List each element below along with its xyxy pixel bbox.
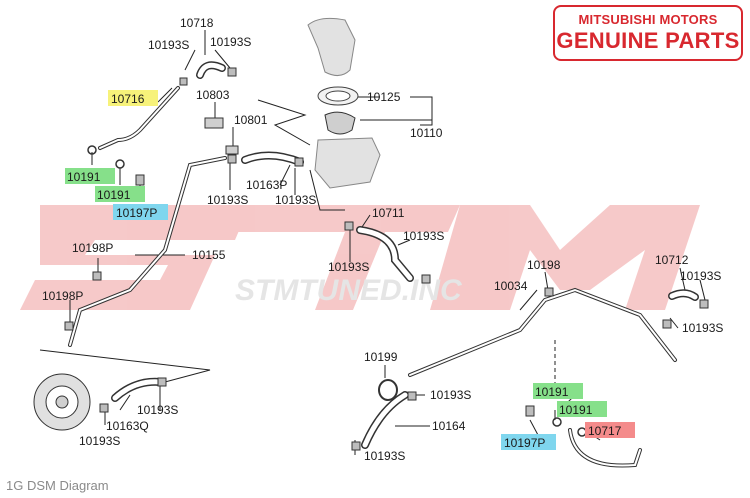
label-10193s-g: 10193S	[680, 269, 721, 283]
diagram-caption: 1G DSM Diagram	[6, 478, 109, 493]
gasket-10199	[378, 379, 398, 401]
label-10193s-c: 10193S	[207, 193, 248, 207]
sensor-10801	[225, 145, 239, 155]
label-10198: 10198	[527, 258, 561, 272]
label-10155: 10155	[192, 248, 226, 262]
label-10198p-b: 10198P	[42, 289, 83, 303]
label-10193s-j: 10193S	[137, 403, 178, 417]
label-10801: 10801	[234, 113, 268, 127]
label-10199: 10199	[364, 350, 398, 364]
label-10164: 10164	[432, 419, 466, 433]
oil-cooler	[33, 373, 91, 431]
label-10197p-a: 10197P	[116, 206, 157, 220]
part-labels: 10718 10193S 10193S 10716 10803 10125 10…	[42, 16, 723, 463]
label-10191-b: 10191	[97, 188, 131, 202]
highlight-10191-b	[95, 186, 145, 202]
label-10198p-a: 10198P	[72, 241, 113, 255]
label-10717: 10717	[588, 424, 622, 438]
label-10125: 10125	[367, 90, 401, 104]
watermark: STMTUNED.INC	[20, 205, 700, 310]
highlight-10197p-b	[501, 434, 556, 450]
label-10193s-f: 10193S	[328, 260, 369, 274]
label-10191-c: 10191	[535, 385, 569, 399]
highlight-10716	[108, 90, 158, 106]
brand-line-1: MITSUBISHI MOTORS	[578, 12, 718, 27]
label-10193s-k: 10193S	[79, 434, 120, 448]
label-10711: 10711	[372, 206, 405, 220]
highlight-10717	[585, 422, 635, 438]
label-10110: 10110	[410, 126, 443, 140]
label-10803: 10803	[196, 88, 230, 102]
label-10193s-d: 10193S	[275, 193, 316, 207]
sensor-10803	[204, 117, 224, 129]
label-10163p: 10163P	[246, 178, 287, 192]
clamps	[64, 67, 709, 451]
label-10191-d: 10191	[559, 403, 593, 417]
highlight-10191-c	[533, 383, 583, 399]
highlight-10197p-a	[113, 204, 168, 220]
label-10718: 10718	[180, 16, 214, 30]
label-10193s-h: 10193S	[682, 321, 723, 335]
label-10716: 10716	[111, 92, 145, 106]
highlight-10191-a	[65, 168, 115, 184]
label-10193s-b: 10193S	[210, 35, 251, 49]
highlights	[65, 90, 635, 450]
label-10197p-b: 10197P	[504, 436, 545, 450]
thermostat-housing	[307, 17, 381, 189]
brand-line-2: GENUINE PARTS	[556, 28, 740, 53]
washers	[87, 145, 587, 437]
highlight-10191-d	[557, 401, 607, 417]
label-10191-a: 10191	[67, 170, 101, 184]
label-10193s-a: 10193S	[148, 38, 189, 52]
label-10193s-l: 10193S	[364, 449, 405, 463]
genuine-parts-badge: MITSUBISHI MOTORS GENUINE PARTS	[553, 5, 743, 61]
label-10163q: 10163Q	[106, 419, 149, 433]
label-10193s-i: 10193S	[430, 388, 471, 402]
label-10034: 10034	[494, 279, 528, 293]
label-10712: 10712	[655, 253, 689, 267]
label-10193s-e: 10193S	[403, 229, 444, 243]
